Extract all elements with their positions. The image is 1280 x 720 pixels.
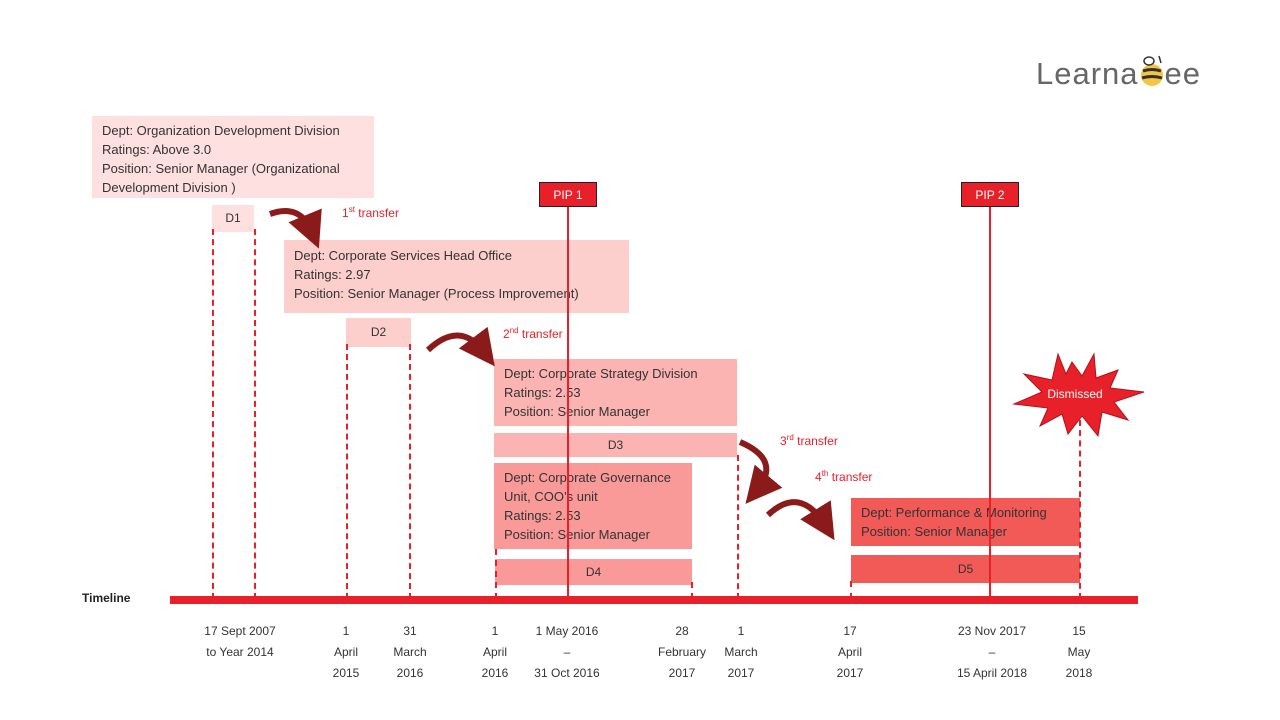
- pip1-label: PIP 1: [539, 182, 597, 207]
- period-d3: D3: [494, 433, 737, 457]
- period-d4: D4: [495, 559, 692, 585]
- info-line: Dept: Corporate Strategy Division: [504, 366, 698, 381]
- timeline-date: 1 May 2016–31 Oct 2016: [534, 624, 600, 680]
- dash-line: [254, 229, 256, 599]
- info-line: Dept: Corporate Services Head Office: [294, 248, 512, 263]
- learnabee-logo: Learna ee: [1036, 54, 1201, 92]
- timeline-axis: [170, 596, 1138, 604]
- info-box-d4: Dept: Corporate Governance Unit, COO’s u…: [494, 463, 692, 549]
- info-line: Development Division ): [102, 180, 236, 195]
- info-line: Ratings: 2.53: [504, 508, 581, 523]
- dismissed-starburst: [1012, 352, 1145, 438]
- dash-line: [212, 229, 214, 599]
- info-line: Dept: Organization Development Division: [102, 123, 340, 138]
- logo-text-left: Learna: [1036, 56, 1139, 91]
- period-d5: D5: [851, 555, 1080, 583]
- curved-arrow-icon: [268, 208, 322, 249]
- info-box-d3: Dept: Corporate Strategy Division Rating…: [494, 359, 737, 426]
- curved-arrow-icon: [765, 499, 835, 541]
- period-d2: D2: [346, 318, 411, 347]
- dash-line: [409, 344, 411, 599]
- dash-line: [495, 549, 497, 599]
- bee-icon: [1140, 55, 1163, 86]
- pip2-label: PIP 2: [961, 182, 1019, 207]
- dash-line: [346, 344, 348, 599]
- curved-arrow-icon: [738, 439, 783, 504]
- info-line: Ratings: 2.53: [504, 385, 581, 400]
- info-line: Position: Senior Manager (Organizational: [102, 161, 340, 176]
- transfer-label-1: 1st transfer: [342, 205, 399, 220]
- transfer-label-3: 3rd transfer: [780, 433, 838, 448]
- info-line: Ratings: 2.97: [294, 267, 371, 282]
- info-line: Dept: Corporate Governance: [504, 470, 671, 485]
- info-box-d1: Dept: Organization Development Division …: [92, 116, 374, 198]
- pip1-line: [567, 206, 569, 599]
- info-box-d5: Dept: Performance & Monitoring Position:…: [851, 498, 1080, 546]
- transfer-label-4: 4th transfer: [815, 469, 873, 484]
- curved-arrow-icon: [425, 326, 495, 367]
- info-line: Position: Senior Manager: [861, 524, 1007, 539]
- dash-line: [850, 581, 852, 599]
- logo-text-right: ee: [1164, 56, 1202, 91]
- dash-line: [1079, 420, 1081, 599]
- transfer-label-2: 2nd transfer: [503, 326, 563, 341]
- info-line: Dept: Performance & Monitoring: [861, 505, 1047, 520]
- info-line: Position: Senior Manager (Process Improv…: [294, 286, 579, 301]
- info-line: Ratings: Above 3.0: [102, 142, 212, 157]
- info-line: Position: Senior Manager: [504, 527, 650, 542]
- dash-line: [737, 455, 739, 599]
- timeline-date: 23 Nov 2017–15 April 2018: [956, 624, 1028, 680]
- info-line: Unit, COO’s unit: [504, 489, 598, 504]
- info-box-d2: Dept: Corporate Services Head Office Rat…: [284, 240, 629, 313]
- info-line: Position: Senior Manager: [504, 404, 650, 419]
- pip2-line: [989, 206, 991, 599]
- dismissed-label: Dismissed: [1047, 387, 1103, 401]
- dash-line: [691, 582, 693, 599]
- period-d1: D1: [212, 205, 254, 232]
- timeline-label: Timeline: [82, 591, 131, 605]
